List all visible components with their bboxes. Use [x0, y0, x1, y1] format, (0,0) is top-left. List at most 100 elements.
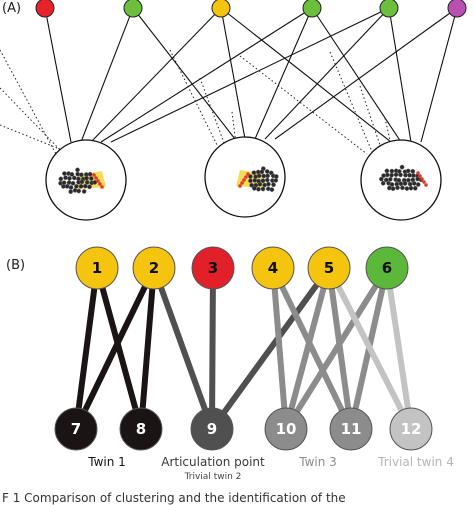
panel-a-edge	[388, 7, 412, 143]
panel-a-dotted-edge	[0, 49, 57, 155]
panel-a-edge	[220, 7, 246, 140]
cluster-dot	[396, 177, 402, 183]
cluster-dot	[248, 178, 253, 184]
panel-b-label: (B)	[6, 258, 25, 273]
cluster-dot	[402, 181, 408, 186]
edge-1-7	[73, 265, 100, 432]
cluster-dot-red	[422, 180, 426, 184]
edge-2-9	[151, 265, 215, 432]
edge-6-10	[283, 265, 390, 432]
cluster-dot	[399, 164, 405, 170]
cluster-dot	[71, 175, 77, 181]
panel-a-dotted-edge	[169, 49, 221, 152]
cluster-dot	[389, 168, 395, 174]
node-11	[329, 407, 373, 451]
cluster-dot	[251, 170, 257, 176]
cluster-3	[379, 164, 428, 192]
cluster-dot	[393, 172, 399, 178]
cluster-dot	[400, 185, 405, 191]
node-4-label: 4	[268, 259, 278, 277]
cluster-dot	[410, 168, 416, 174]
cluster-dot	[384, 172, 390, 178]
panel-a-edge	[44, 7, 72, 143]
label-trivial-twin-2: Trivial twin 2	[184, 472, 242, 482]
panel-b-group-labels: Twin 1 Articulation point Trivial twin 2…	[87, 455, 454, 482]
cluster-dot	[58, 176, 64, 182]
cluster-dot	[271, 182, 276, 188]
panel-a-dotted-edge	[329, 51, 374, 155]
panel-a-edge	[311, 7, 402, 143]
cluster-dot	[69, 172, 75, 177]
panel-a-top-node	[35, 0, 55, 18]
node-12	[389, 407, 433, 451]
cluster-dot	[79, 172, 84, 178]
node-10-label: 10	[276, 420, 297, 438]
cluster-dot	[68, 185, 74, 190]
cluster-dot	[403, 172, 408, 178]
cluster-dot-red	[420, 177, 424, 181]
node-3-label: 3	[208, 259, 218, 277]
cluster-dot-red	[416, 171, 420, 175]
cluster-dot	[389, 182, 395, 187]
node-6	[365, 246, 409, 290]
cluster-dot-red	[94, 176, 98, 180]
cluster-dot	[398, 181, 404, 187]
cluster-dot	[76, 188, 82, 194]
cluster-dot	[274, 174, 279, 179]
node-8	[119, 407, 163, 451]
cluster-dot	[256, 186, 261, 192]
cluster-dot	[84, 179, 90, 185]
cluster-dot	[389, 172, 394, 178]
cluster-dot-red	[98, 182, 102, 186]
node-8-label: 8	[136, 420, 146, 438]
panel-a-dotted-edge	[199, 77, 228, 152]
panel-a-dotted-edge	[239, 55, 368, 155]
node-11-label: 11	[341, 420, 362, 438]
cluster-dot	[256, 173, 262, 179]
panel-a-edge	[264, 7, 390, 140]
cluster-dot	[251, 186, 257, 191]
panel-a-edges	[44, 7, 458, 143]
panel-a-edge	[80, 7, 134, 143]
panel-a-top-node	[211, 0, 231, 18]
node-7	[54, 407, 98, 451]
cluster-dot	[384, 168, 390, 174]
cluster-dot	[84, 175, 89, 181]
cluster-dot	[407, 181, 413, 187]
edge-2-7	[73, 265, 157, 432]
panel-a-top-node	[447, 0, 467, 18]
cluster-dot	[408, 185, 414, 191]
panel-a-edge	[274, 7, 458, 140]
node-10	[264, 407, 308, 451]
cluster-dot	[387, 176, 393, 182]
cluster-dot-red	[96, 179, 100, 183]
cluster-dot	[264, 169, 270, 174]
cluster-dot	[412, 185, 418, 191]
label-articulation-point: Articulation point	[161, 455, 265, 469]
edge-2-8	[138, 265, 157, 432]
cluster-dot	[398, 172, 403, 178]
cluster-dot	[273, 178, 279, 183]
cluster-dot	[411, 181, 417, 186]
cluster-dot	[72, 188, 78, 193]
panel-a-top-node	[123, 0, 143, 18]
cluster-dot	[415, 182, 421, 187]
panel-a-edge	[100, 7, 313, 143]
cluster-dot	[379, 176, 384, 182]
label-twin-3: Twin 3	[298, 455, 337, 469]
cluster-dot	[68, 189, 74, 195]
cluster-dot-red	[92, 173, 96, 177]
cluster-dot-red	[418, 174, 422, 178]
cluster-dot	[257, 181, 263, 187]
cluster-2	[236, 166, 279, 192]
node-2	[132, 246, 176, 290]
cluster-dot	[380, 180, 386, 186]
cluster-dot	[88, 176, 94, 181]
cluster-dot	[404, 186, 410, 191]
node-7-label: 7	[71, 420, 81, 438]
node-2-label: 2	[149, 259, 159, 277]
panel-a-edge	[254, 7, 313, 140]
edge-4-10	[270, 265, 289, 432]
